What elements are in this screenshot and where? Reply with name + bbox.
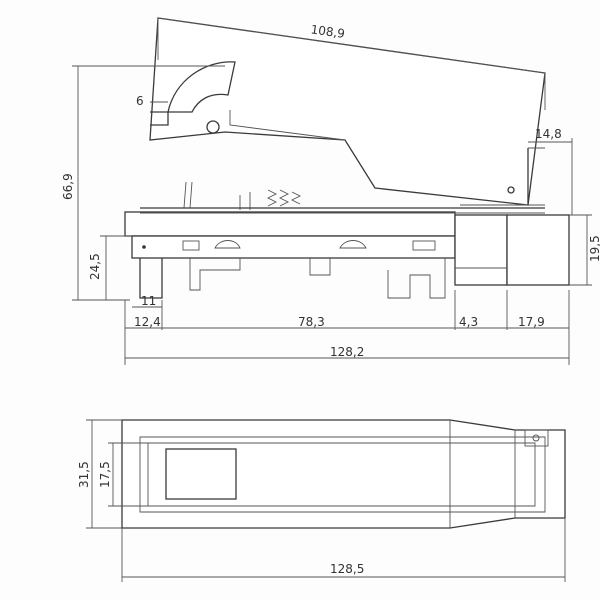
- trigger-lever: [149, 17, 546, 206]
- dim-overall-length: 128,2: [330, 345, 364, 359]
- dim-body-height: 24,5: [88, 253, 102, 280]
- dim-overall-height: 66,9: [61, 173, 75, 200]
- bottom-body: [121, 419, 566, 529]
- dim-overall-width: 31,5: [77, 461, 91, 488]
- dim-lever-tip: 6: [136, 94, 144, 108]
- dim-end-block-top: 14,8: [535, 127, 562, 141]
- dim-bottom-overall-length: 128,5: [330, 562, 364, 576]
- dim-left-step: 11: [141, 294, 156, 308]
- bottom-dimension-lines: [86, 419, 566, 582]
- spring-mechanism: [183, 181, 302, 210]
- dim-end-block-height: 19,5: [588, 235, 600, 262]
- dim-right-block: 17,9: [518, 315, 545, 329]
- dim-left-offset: 12,4: [134, 315, 161, 329]
- dim-lever-length: 108,9: [310, 22, 346, 41]
- dim-inner-width: 17,5: [98, 461, 112, 488]
- switch-body: [124, 147, 570, 299]
- bottom-view: 31,5 17,5 128,5: [77, 419, 566, 582]
- side-dimension-lines: [72, 17, 592, 365]
- side-view: 108,9 6 66,9 24,5 19,5 14,8 11 12,4 78,3…: [61, 17, 600, 365]
- dim-center-span: 78,3: [298, 315, 325, 329]
- dim-gap: 4,3: [459, 315, 478, 329]
